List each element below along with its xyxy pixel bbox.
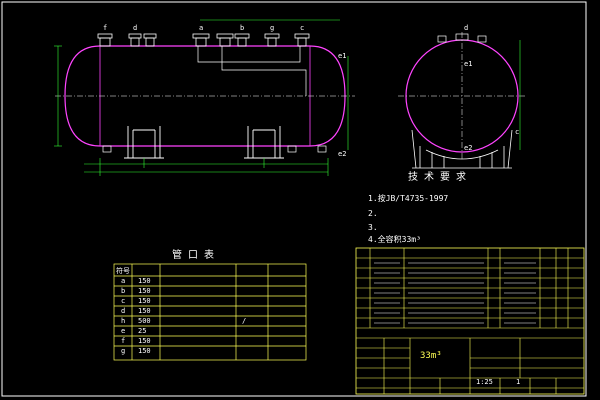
side-label-e2: e2 <box>464 144 472 152</box>
nozzle-cell-dn: 150 <box>138 337 151 345</box>
nozzle-cell-dn: 150 <box>138 307 151 315</box>
nozzle-cell-sym: c <box>121 297 125 305</box>
title-block: 33m³ 1:25 1 <box>355 247 585 395</box>
nozzle-cell-dn: 150 <box>138 297 151 305</box>
drawing-frame <box>1 1 587 397</box>
nozzle-cell-dn: 150 <box>138 277 151 285</box>
nozzle-cell-dn: 150 <box>138 287 151 295</box>
nozzle-label-f: f <box>103 24 107 32</box>
nozzle-cell-sym: e <box>121 327 125 335</box>
title-block-scale: 1:25 <box>476 378 493 386</box>
tech-req-item-4: 4.全容积33m³ <box>368 234 421 244</box>
side-label-e1: e1 <box>338 52 346 60</box>
title-block-drawing-title: 33m³ <box>420 351 442 361</box>
side-label-e2: e2 <box>338 150 346 158</box>
nozzle-cell-face: / <box>242 317 246 325</box>
side-label-c: c <box>515 128 519 136</box>
nozzle-cell-sym: g <box>121 347 125 355</box>
nozzle-label-c: c <box>300 24 304 32</box>
left-saddle <box>124 126 164 159</box>
tech-req-item-3: 3. <box>368 223 378 232</box>
title-block-sheet: 1 <box>516 378 520 386</box>
nozzle-table-rows: a 150 b 150 c 150 d 150 h 500 / e 25 f 150 g 150 <box>121 277 246 355</box>
internal-pipe-2 <box>221 46 307 96</box>
nozzle-cell-sym: d <box>121 307 125 315</box>
nozzle-cell-sym: a <box>121 277 125 285</box>
tech-req-title: 技 术 要 求 <box>408 170 466 183</box>
side-label-e1: e1 <box>464 60 472 68</box>
internal-pipe <box>197 46 301 63</box>
tech-req-item-2: 2. <box>368 209 378 218</box>
nozzle-label-a: a <box>199 24 203 32</box>
nozzle-cell-dn: 25 <box>138 327 146 335</box>
nozzle-table-title: 管 口 表 <box>172 248 214 261</box>
side-saddle <box>411 129 513 169</box>
side-label-d: d <box>464 24 468 32</box>
nozzle-cell-sym: b <box>121 287 125 295</box>
nozzle-label-g: g <box>270 24 274 32</box>
tech-requirements: 技 术 要 求 1.按JB/T4735-1997 2. 3. 4.全容积33m³ <box>368 170 466 244</box>
front-view: f d a b g c <box>54 19 355 176</box>
right-saddle <box>244 126 284 159</box>
nozzle-cell-sym: h <box>121 317 125 325</box>
tech-req-item-1: 1.按JB/T4735-1997 <box>368 193 448 203</box>
col-header-sym: 符号 <box>116 266 130 275</box>
side-view: d e1 e2 c <box>398 24 526 169</box>
nozzle-label-b: b <box>240 24 244 32</box>
nozzle-cell-dn: 150 <box>138 347 151 355</box>
nozzle-table: 管 口 表 符号 a 150 b 150 c 150 d 150 h 500 / e 25 f 150 g 15… <box>113 248 307 361</box>
nozzle-cell-dn: 500 <box>138 317 151 325</box>
nozzle-label-d: d <box>133 24 137 32</box>
nozzle-cell-sym: f <box>121 337 125 345</box>
